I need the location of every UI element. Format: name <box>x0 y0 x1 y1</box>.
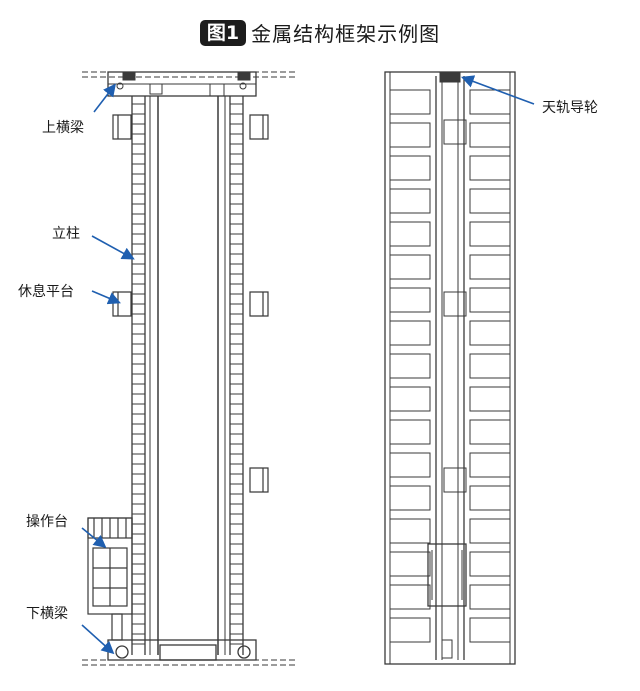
storage-bay <box>469 221 511 247</box>
storage-bay <box>469 419 511 445</box>
storage-bay <box>389 221 431 247</box>
storage-bay <box>389 485 431 511</box>
storage-bay <box>469 155 511 181</box>
storage-bay <box>389 320 431 346</box>
storage-bay <box>469 386 511 412</box>
right-column <box>217 96 244 655</box>
label-bottom-beam: 下横梁 <box>26 606 68 622</box>
storage-bay <box>469 89 511 115</box>
storage-bay <box>389 122 431 148</box>
storage-bay <box>469 584 511 610</box>
storage-bay <box>389 287 431 313</box>
rest-platforms <box>112 114 269 493</box>
arrow-rest-platform <box>91 290 121 305</box>
storage-bay <box>389 386 431 412</box>
bottom-beam <box>107 639 257 661</box>
label-top-beam: 上横梁 <box>42 120 84 136</box>
label-sky-rail-wheel: 天轨导轮 <box>542 100 598 116</box>
label-column: 立柱 <box>52 226 80 242</box>
label-operator-cab: 操作台 <box>26 514 68 530</box>
storage-bay <box>389 254 431 280</box>
arrow-sky-rail-wheel <box>461 75 535 105</box>
storage-bay <box>389 617 431 643</box>
arrow-operator-cab <box>81 527 107 549</box>
storage-bay <box>389 584 431 610</box>
storage-bay <box>469 254 511 280</box>
storage-bay <box>389 419 431 445</box>
storage-bay <box>469 287 511 313</box>
arrow-bottom-beam <box>81 624 115 655</box>
storage-bay <box>389 353 431 379</box>
storage-bay <box>389 188 431 214</box>
arrow-top-beam <box>93 83 116 113</box>
operator-cab <box>87 517 133 641</box>
storage-bay <box>469 122 511 148</box>
storage-bay <box>469 485 511 511</box>
storage-bay <box>469 452 511 478</box>
label-rest-platform: 休息平台 <box>18 283 74 300</box>
left-column <box>131 96 159 655</box>
storage-bay <box>469 188 511 214</box>
front-view <box>82 71 295 666</box>
storage-bay <box>389 452 431 478</box>
callout-arrows <box>81 75 535 655</box>
arrow-column <box>91 235 135 260</box>
storage-bay <box>469 353 511 379</box>
top-beam <box>107 71 257 97</box>
storage-bay <box>469 617 511 643</box>
storage-bay <box>389 518 431 544</box>
side-view <box>384 71 516 665</box>
figure-badge: 图1 <box>199 19 247 46</box>
storage-bay <box>389 155 431 181</box>
figure-title-text: 金属结构框架示例图 <box>251 22 441 46</box>
storage-bay <box>469 551 511 577</box>
storage-bay <box>469 518 511 544</box>
storage-bay <box>469 320 511 346</box>
storage-bay <box>389 551 431 577</box>
storage-bay <box>389 89 431 115</box>
